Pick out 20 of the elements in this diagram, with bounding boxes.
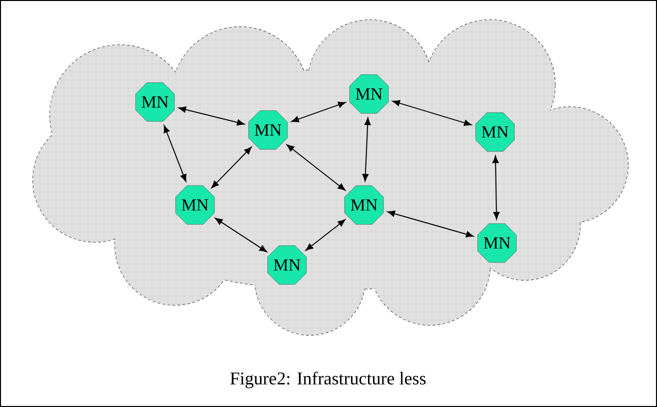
arrow xyxy=(392,100,472,126)
arrow xyxy=(362,118,371,182)
arrow xyxy=(291,102,346,122)
arrow xyxy=(178,106,245,126)
node-octagon: MN xyxy=(267,245,307,285)
node-octagon: MN xyxy=(344,185,384,225)
node-octagon: MN xyxy=(248,110,288,150)
arrow xyxy=(306,219,346,251)
node-octagon: MN xyxy=(475,112,515,152)
arrow xyxy=(211,146,252,188)
arrow xyxy=(492,156,500,220)
node-octagon: MN xyxy=(135,82,175,122)
arrow xyxy=(286,144,346,191)
arrow xyxy=(164,125,186,182)
arrow xyxy=(215,218,267,252)
caption: Figure2: Infrastructure less xyxy=(230,372,426,388)
node-octagon: MN xyxy=(477,223,517,263)
node-octagon: MN xyxy=(349,74,389,114)
arrow xyxy=(387,210,474,238)
node-octagon: MN xyxy=(175,185,215,225)
